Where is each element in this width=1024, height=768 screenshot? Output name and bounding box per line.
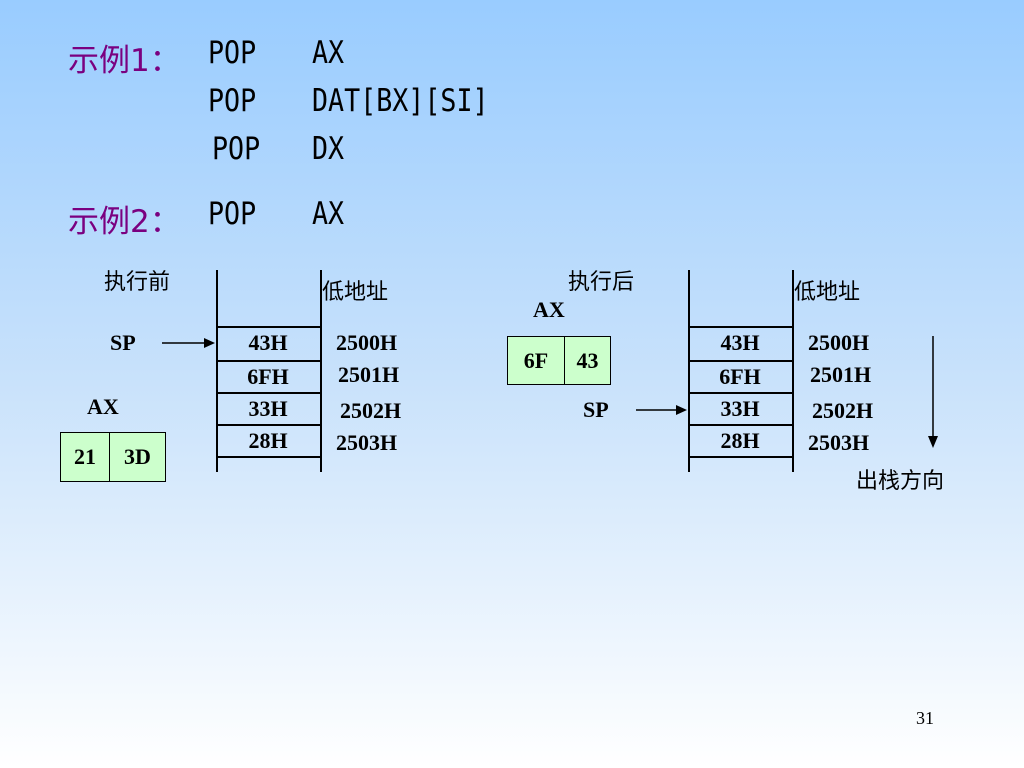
after-title: 执行后 bbox=[568, 270, 635, 295]
after-stack-right-border bbox=[792, 270, 794, 472]
before-stack-right-border bbox=[320, 270, 322, 472]
before-ax-label: AX bbox=[87, 394, 119, 419]
after-stack-divider bbox=[688, 326, 794, 328]
before-low-address-label: 低地址 bbox=[322, 280, 389, 305]
after-ax-register: 6F 43 bbox=[507, 336, 611, 385]
after-address: 2502H bbox=[812, 398, 874, 423]
after-sp-arrow-icon bbox=[636, 405, 687, 415]
after-stack-cell: 28H bbox=[720, 428, 760, 453]
before-ax-high-byte: 21 bbox=[61, 433, 110, 481]
example1-op-2: POP bbox=[208, 83, 257, 119]
after-address: 2500H bbox=[808, 330, 870, 355]
example1-arg-2: DAT[BX][SI] bbox=[312, 83, 489, 119]
after-stack-cell: 43H bbox=[720, 330, 760, 355]
before-stack-divider bbox=[216, 392, 322, 394]
before-stack-cell: 6FH bbox=[247, 364, 289, 389]
example1-op-1: POP bbox=[208, 35, 257, 71]
before-stack-divider bbox=[216, 326, 322, 328]
before-address: 2502H bbox=[340, 398, 402, 423]
after-stack-divider bbox=[688, 456, 794, 458]
after-stack-divider bbox=[688, 392, 794, 394]
before-ax-low-byte: 3D bbox=[124, 444, 151, 469]
before-ax-register: 21 3D bbox=[60, 432, 166, 482]
after-stack-left-border bbox=[688, 270, 690, 472]
before-address: 2500H bbox=[336, 330, 398, 355]
example1-label: 示例1： bbox=[68, 43, 181, 79]
before-stack-divider bbox=[216, 424, 322, 426]
example2-label: 示例2： bbox=[68, 204, 181, 240]
example2-arg: AX bbox=[312, 196, 345, 232]
after-stack-cell: 6FH bbox=[719, 364, 761, 389]
pop-direction-label: 出栈方向 bbox=[856, 469, 945, 494]
before-title: 执行前 bbox=[104, 270, 171, 295]
page-number: 31 bbox=[916, 708, 934, 728]
before-stack-cell: 43H bbox=[248, 330, 288, 355]
example2-op: POP bbox=[208, 196, 257, 232]
example1-arg-3: DX bbox=[312, 131, 345, 167]
before-stack-divider bbox=[216, 456, 322, 458]
after-ax-label: AX bbox=[533, 297, 565, 322]
example1-op-3: POP bbox=[212, 131, 261, 167]
example1-arg-1: AX bbox=[312, 35, 345, 71]
after-stack-divider bbox=[688, 424, 794, 426]
before-stack-cell: 33H bbox=[248, 396, 288, 421]
before-sp-label: SP bbox=[110, 330, 136, 355]
before-address: 2501H bbox=[338, 362, 400, 387]
after-ax-low-byte: 43 bbox=[576, 347, 599, 373]
after-stack-divider bbox=[688, 360, 794, 362]
before-sp-arrow-icon bbox=[162, 338, 215, 348]
before-address: 2503H bbox=[336, 430, 398, 455]
after-address: 2501H bbox=[810, 362, 872, 387]
before-stack-cell: 28H bbox=[248, 428, 288, 453]
before-stack-left-border bbox=[216, 270, 218, 472]
after-sp-label: SP bbox=[583, 397, 609, 422]
before-stack-divider bbox=[216, 360, 322, 362]
after-ax-high-byte: 6F bbox=[508, 337, 565, 384]
pop-direction-arrow-icon bbox=[928, 336, 938, 448]
after-low-address-label: 低地址 bbox=[794, 280, 861, 305]
after-address: 2503H bbox=[808, 430, 870, 455]
after-stack-cell: 33H bbox=[720, 396, 760, 421]
